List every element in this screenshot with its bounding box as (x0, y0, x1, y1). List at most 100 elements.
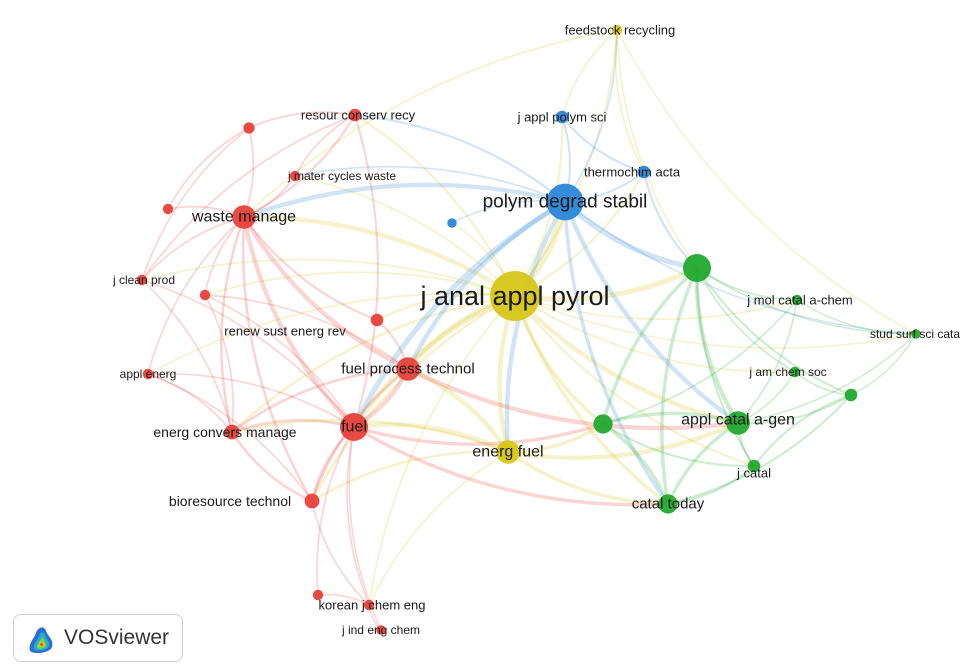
edge-applcatal-stud (737, 333, 917, 424)
edge-energfuel-energconv (231, 418, 509, 454)
edge-janal-korean (368, 295, 516, 606)
edge-green_top-stud (696, 267, 917, 335)
node-fuelproc[interactable] (396, 357, 420, 381)
edge-resour-jclean (141, 114, 356, 281)
node-red_d[interactable] (312, 589, 324, 601)
label-jmater[interactable]: j mater cycles waste (287, 169, 396, 183)
label-energfuel[interactable]: energ fuel (472, 444, 543, 461)
edge-red_a-jclean (141, 127, 250, 281)
node-blue_small[interactable] (447, 218, 457, 228)
edge-green_top-catal (660, 267, 699, 505)
label-waste[interactable]: waste manage (191, 209, 296, 226)
node-korean[interactable] (363, 599, 375, 611)
edge-bioresource-applenerg (147, 373, 313, 502)
node-thermo[interactable] (637, 165, 651, 179)
node-jclean[interactable] (136, 274, 148, 286)
edge-polym-jmater (294, 165, 566, 203)
node-jcatal[interactable] (747, 459, 761, 473)
label-stud[interactable]: stud surf sci cata (870, 327, 960, 341)
edge-green_top-green_right (696, 267, 852, 396)
label-applcatal[interactable]: appl catal a-gen (681, 412, 795, 429)
edge-janal-feedstock (514, 29, 618, 297)
label-catal[interactable]: catal today (632, 496, 705, 513)
label-renew[interactable]: renew sust energ rev (224, 324, 346, 339)
label-polym[interactable]: polym degrad stabil (483, 192, 648, 213)
label-thermo[interactable]: thermochim acta (584, 165, 681, 180)
label-jmol[interactable]: j mol catal a-chem (746, 293, 852, 308)
edge-janal-applcatal (513, 294, 739, 426)
node-applenerg[interactable] (142, 368, 154, 380)
label-energconv[interactable]: energ convers manage (153, 424, 296, 440)
edge-catal-jcatal (667, 465, 755, 506)
node-bioresource[interactable] (304, 493, 320, 509)
node-catal[interactable] (658, 494, 678, 514)
label-feedstock[interactable]: feedstock recycling (565, 23, 676, 38)
node-green_top[interactable] (683, 254, 711, 282)
node-renew[interactable] (199, 289, 211, 301)
node-applcatal[interactable] (726, 411, 750, 435)
edge-fuel-renew (204, 294, 355, 428)
node-japplpolym[interactable] (555, 110, 569, 124)
node-green_right[interactable] (844, 388, 858, 402)
edge-bioresource-korean (311, 500, 370, 606)
node-polym[interactable] (546, 183, 584, 221)
edge-fuelproc-energconv (231, 367, 409, 434)
edge-waste-resour (243, 114, 356, 218)
node-jamchem[interactable] (789, 366, 801, 378)
node-energconv[interactable] (224, 424, 240, 440)
label-applenerg[interactable]: appl energ (120, 367, 177, 381)
label-korean[interactable]: korean j chem eng (319, 598, 426, 613)
node-feedstock[interactable] (611, 24, 623, 36)
edge-red_a-red_b (167, 127, 250, 210)
label-jcatal[interactable]: j catal (736, 466, 771, 481)
node-energfuel[interactable] (496, 440, 520, 464)
label-japplpolym[interactable]: j appl polym sci (517, 110, 607, 125)
edge-green_right-jcatal (753, 393, 852, 467)
node-jindeng[interactable] (376, 625, 386, 635)
edge-feedstock-green_top (616, 29, 698, 269)
edge-polym-waste (243, 182, 566, 220)
edge-energfuel-bioresource (311, 450, 509, 503)
label-fuelproc[interactable]: fuel process technol (341, 361, 474, 378)
label-fuel[interactable]: fuel (341, 419, 367, 436)
edge-polym-energfuel (504, 200, 567, 453)
edge-polym-applcatal (562, 201, 740, 425)
node-green_mid[interactable] (593, 414, 613, 434)
node-red_b[interactable] (162, 203, 174, 215)
label-jclean[interactable]: j clean prod (112, 273, 175, 287)
node-jmater[interactable] (289, 170, 301, 182)
node-layer (136, 24, 921, 635)
edge-fuel-applenerg (147, 372, 355, 428)
node-janal[interactable] (490, 271, 540, 321)
edge-feedstock-thermo (614, 29, 645, 173)
edge-energconv-jclean (141, 279, 233, 433)
vosviewer-logo-text: VOSviewer (64, 626, 170, 649)
node-resour[interactable] (348, 108, 362, 122)
label-layer: j anal appl pyrol polym degrad stabil ener… (112, 23, 960, 638)
edge-janal-energconv (231, 294, 516, 433)
edge-resour-jmater (294, 114, 356, 177)
node-red_a[interactable] (243, 122, 255, 134)
node-jmol[interactable] (791, 294, 803, 306)
vosviewer-logo-badge[interactable]: VOSviewer (13, 614, 183, 662)
label-resour[interactable]: resour conserv recy (301, 108, 416, 123)
label-jindeng[interactable]: j ind eng chem (341, 623, 420, 637)
edge-feedstock-stud (616, 29, 917, 335)
edge-polym-feedstock (564, 29, 618, 203)
edge-waste-red_c (243, 216, 378, 322)
node-red_c[interactable] (370, 313, 384, 327)
node-waste[interactable] (232, 205, 256, 229)
edge-janal-waste (243, 214, 517, 298)
edge-janal-jmater (294, 175, 516, 297)
edge-jmol-stud (796, 299, 917, 335)
edge-energfuel-applcatal (507, 420, 739, 460)
edge-japplpolym-thermo (561, 116, 645, 174)
edge-polym-catal (563, 201, 670, 506)
edge-waste-fuel (241, 216, 356, 429)
label-jamchem[interactable]: j am chem soc (748, 365, 826, 379)
node-fuel[interactable] (340, 413, 368, 441)
label-janal[interactable]: j anal appl pyrol (419, 281, 609, 311)
edge-waste-jclean (141, 216, 245, 281)
node-stud[interactable] (911, 329, 921, 339)
label-bioresource[interactable]: bioresource technol (169, 493, 291, 509)
